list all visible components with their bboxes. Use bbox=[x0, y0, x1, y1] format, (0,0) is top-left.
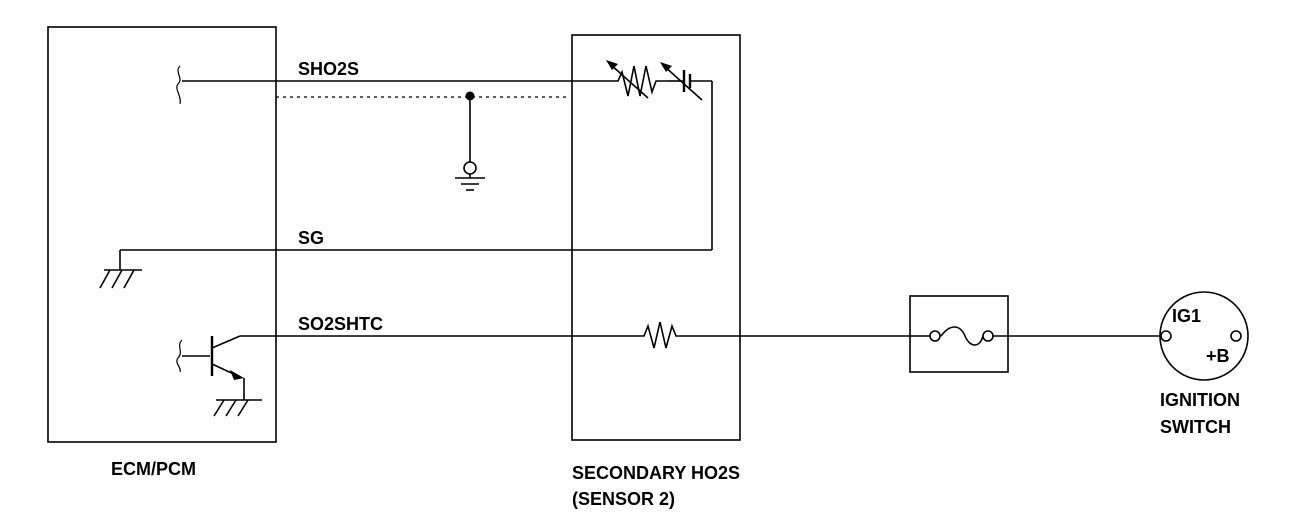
sensor-element bbox=[606, 60, 713, 250]
ignition-label-line1: IGNITION bbox=[1160, 390, 1240, 410]
ho2s-label-line2: (SENSOR 2) bbox=[572, 489, 675, 509]
fuse-box bbox=[909, 295, 1009, 373]
ecm-box bbox=[47, 26, 277, 443]
ignition-label-line2: SWITCH bbox=[1160, 417, 1231, 437]
ho2s-label-line1: SECONDARY HO2S bbox=[572, 463, 740, 483]
sho2s-wire bbox=[176, 65, 612, 191]
ecm-label: ECM/PCM bbox=[111, 459, 196, 479]
so2shtc-wire bbox=[176, 291, 1249, 417]
so2shtc-label: SO2SHTC bbox=[298, 314, 383, 334]
sho2s-label: SHO2S bbox=[298, 59, 359, 79]
plus-b-terminal-label: +B bbox=[1206, 346, 1230, 366]
sg-label: SG bbox=[298, 228, 324, 248]
ho2s-box bbox=[571, 34, 741, 441]
sg-wire bbox=[99, 249, 712, 289]
ig1-terminal-label: IG1 bbox=[1172, 306, 1201, 326]
